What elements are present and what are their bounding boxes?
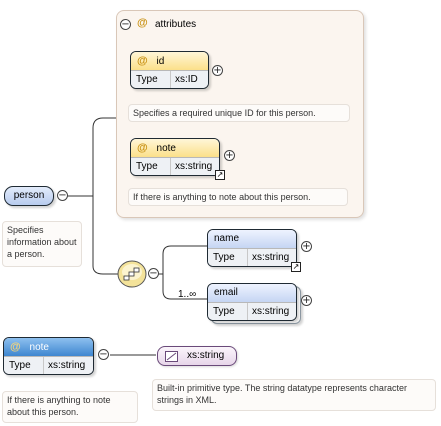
at-sign-icon: @ <box>10 341 21 353</box>
attribute-note-doc: If there is anything to note about this … <box>128 188 348 206</box>
element-name-reference-icon[interactable]: ↗ <box>291 262 301 272</box>
person-to-sequence-line <box>92 196 118 275</box>
sequence-compositor[interactable] <box>116 259 148 289</box>
attribute-id-type-value: xs:ID <box>175 74 198 85</box>
attributes-collapse-icon[interactable]: − <box>120 19 131 30</box>
attribute-note-name: note <box>156 143 176 154</box>
element-email-box[interactable]: email Type xs:string <box>207 283 297 321</box>
element-email-label: email <box>208 284 296 302</box>
at-sign-icon: @ <box>137 142 148 154</box>
attribute-id-doc: Specifies a required unique ID for this … <box>128 104 350 122</box>
global-note-name: note <box>29 342 49 353</box>
attribute-id-name: id <box>156 56 165 67</box>
sequence-collapse-icon[interactable]: − <box>148 268 159 279</box>
attributes-label: attributes <box>155 19 197 30</box>
primitive-type-doc: Built-in primitive type. The string data… <box>152 379 436 411</box>
global-note-attribute-box[interactable]: @ note Type xs:string <box>3 337 94 375</box>
element-name-box[interactable]: name Type xs:string <box>207 229 297 267</box>
element-email-cardinality: 1..∞ <box>178 289 197 300</box>
attribute-note-type-key: Type <box>131 158 171 175</box>
global-note-type-key: Type <box>4 357 44 374</box>
person-doc: Specifies information about a person. <box>2 221 82 267</box>
at-sign-icon: @ <box>137 55 148 67</box>
person-to-attributes-line <box>62 117 116 197</box>
element-email-type-value: xs:string <box>252 306 290 317</box>
sequence-compositor-icon <box>117 260 147 288</box>
sequence-to-children-line <box>158 245 207 300</box>
attribute-note-type-value: xs:string <box>175 161 213 172</box>
attributes-at-icon: @ <box>137 17 148 29</box>
attribute-id-box[interactable]: @ id Type xs:ID <box>130 51 209 89</box>
global-note-type-value: xs:string <box>48 360 86 371</box>
primitive-type-icon <box>165 351 178 362</box>
attribute-id-type-key: Type <box>131 71 171 88</box>
element-email-type-key: Type <box>208 303 248 320</box>
element-name-expand-icon[interactable]: + <box>301 241 312 252</box>
person-collapse-icon[interactable]: − <box>57 190 68 201</box>
element-name-label: name <box>208 230 296 248</box>
element-email-expand-icon[interactable]: + <box>301 295 312 306</box>
element-name-type-key: Type <box>208 249 248 266</box>
element-name-type-value: xs:string <box>252 252 290 263</box>
attribute-note-expand-icon[interactable]: + <box>224 150 235 161</box>
person-element[interactable]: person <box>4 186 54 206</box>
attribute-note-reference-icon[interactable]: ↗ <box>215 170 225 180</box>
attribute-id-expand-icon[interactable]: + <box>212 65 223 76</box>
global-note-doc: If there is anything to note about this … <box>2 391 138 423</box>
attribute-note-box[interactable]: @ note Type xs:string <box>130 138 220 176</box>
primitive-type-box[interactable]: xs:string <box>157 346 237 366</box>
primitive-type-name: xs:string <box>187 350 225 361</box>
global-note-collapse-icon[interactable]: − <box>98 349 109 360</box>
